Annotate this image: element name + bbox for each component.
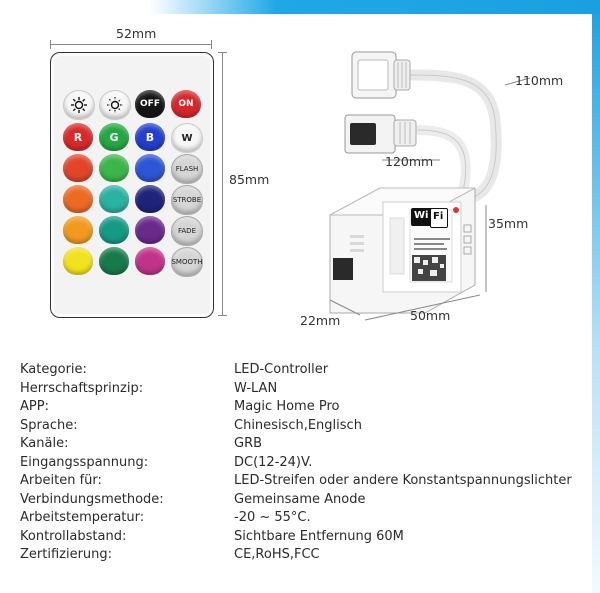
- remote-width-tick-right: [211, 40, 212, 49]
- smooth-button[interactable]: SMOOTH: [171, 247, 203, 277]
- spec-value: LED-Controller: [234, 362, 329, 377]
- remote-height-line: [222, 52, 223, 316]
- box-depth-label: 22mm: [300, 313, 341, 328]
- color-button-yellow[interactable]: [63, 247, 93, 275]
- controller-box: [329, 187, 476, 314]
- spec-value: Magic Home Pro: [234, 399, 340, 414]
- spec-value: GRB: [234, 436, 263, 451]
- remote-width-label: 52mm: [116, 26, 157, 41]
- white-button[interactable]: W: [171, 123, 203, 153]
- remote-height-tick-bottom: [218, 315, 227, 316]
- spec-value: Sichtbare Entfernung 60M: [234, 528, 404, 544]
- spec-row: Kategorie: LED-Controller: [20, 362, 590, 380]
- on-button[interactable]: ON: [171, 90, 201, 118]
- cable-short-label: 120mm: [385, 154, 434, 169]
- cable-connector-bottom: [344, 114, 417, 154]
- sun-bright-icon: [71, 97, 87, 113]
- wifi-text-fi: Fi: [433, 211, 444, 222]
- spec-row: Arbeitstemperatur: -20 ~ 55°C.: [20, 510, 590, 528]
- spec-key: Herrschaftsprinzip:: [20, 380, 144, 396]
- color-button-light-green[interactable]: [99, 154, 129, 182]
- accent-side-bar: [592, 0, 600, 593]
- color-button-navy[interactable]: [135, 185, 165, 213]
- spec-row: Zertifizierung: CE,RoHS,FCC: [20, 547, 590, 565]
- spec-key: Arbeitstemperatur:: [20, 510, 145, 525]
- cable-connector-top: [351, 51, 411, 99]
- green-button[interactable]: G: [99, 123, 129, 151]
- flash-button[interactable]: FLASH: [171, 154, 203, 184]
- spec-key: Zertifizierung:: [20, 547, 113, 562]
- box-width-label: 50mm: [410, 308, 451, 323]
- spec-value: CE,RoHS,FCC: [234, 547, 320, 562]
- color-button-teal[interactable]: [99, 216, 129, 244]
- remote-height-label: 85mm: [229, 172, 270, 187]
- spec-row: APP: Magic Home Pro: [20, 399, 590, 417]
- red-button[interactable]: R: [63, 123, 93, 151]
- spec-value: Gemeinsame Anode: [234, 491, 366, 507]
- brightness-down-button[interactable]: [99, 90, 131, 120]
- wifi-badge-fi: Fi: [430, 208, 448, 228]
- color-button-magenta[interactable]: [135, 247, 165, 275]
- spec-key: APP:: [20, 399, 49, 414]
- spec-key: Arbeiten für:: [20, 473, 102, 488]
- brightness-up-button[interactable]: [63, 90, 95, 120]
- spec-row: Kanäle: GRB: [20, 436, 590, 454]
- spec-value: LED-Streifen oder andere Konstantspannun…: [234, 473, 572, 488]
- spec-key: Sprache:: [20, 417, 78, 433]
- accent-bar: [150, 0, 600, 14]
- spec-value: DC(12-24)V.: [234, 454, 313, 470]
- spec-value: W-LAN: [234, 380, 278, 396]
- remote-width-line: [50, 44, 212, 45]
- spec-key: Eingangsspannung:: [20, 454, 149, 470]
- remote-height-tick-top: [218, 52, 227, 53]
- wifi-text-wi: Wi: [414, 210, 429, 221]
- remote-width-tick-left: [50, 40, 51, 49]
- box-height-label: 35mm: [488, 216, 529, 231]
- color-button-purple[interactable]: [135, 216, 165, 244]
- color-button-amber[interactable]: [63, 216, 93, 244]
- spec-row: Sprache: Chinesisch,Englisch: [20, 418, 590, 436]
- spec-value: -20 ~ 55°C.: [234, 510, 311, 525]
- spec-row: Eingangsspannung: DC(12-24)V.: [20, 455, 590, 473]
- spec-row: Kontrollabstand: Sichtbare Entfernung 60M: [20, 529, 590, 547]
- spec-key: Verbindungsmethode:: [20, 491, 164, 507]
- color-button-cyan[interactable]: [99, 185, 129, 213]
- spec-row: Verbindungsmethode: Gemeinsame Anode: [20, 492, 590, 510]
- fade-button[interactable]: FADE: [171, 216, 203, 246]
- strobe-button[interactable]: STROBE: [171, 185, 203, 215]
- spec-row: Herrschaftsprinzip: W-LAN: [20, 381, 590, 399]
- blue-button[interactable]: B: [135, 123, 165, 151]
- cable-long-label: 110mm: [515, 73, 564, 88]
- color-button-orange[interactable]: [63, 185, 93, 213]
- color-button-dark-green[interactable]: [99, 247, 129, 275]
- color-button-royal-blue[interactable]: [135, 154, 165, 182]
- color-button-red-orange[interactable]: [63, 154, 93, 182]
- spec-row: Arbeiten für: LED-Streifen oder andere Ko…: [20, 473, 590, 491]
- spec-key: Kanäle:: [20, 436, 69, 451]
- off-button[interactable]: OFF: [135, 90, 165, 118]
- spec-key: Kategorie:: [20, 362, 87, 377]
- spec-key: Kontrollabstand:: [20, 528, 127, 544]
- sun-dim-icon: [107, 97, 123, 113]
- wifi-controller-illustration: [329, 51, 531, 321]
- spec-value: Chinesisch,Englisch: [234, 417, 362, 433]
